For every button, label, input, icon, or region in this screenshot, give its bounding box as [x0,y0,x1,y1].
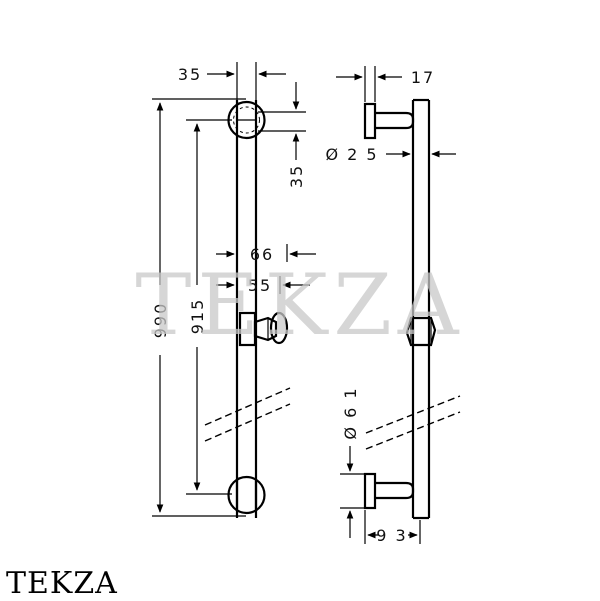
dim-bracket-diameter [340,446,366,538]
dim-bracket-width-label: 17 [411,68,435,87]
dim-total-height-label: 990 [151,302,170,339]
dim-top-offset-label: 35 [178,65,202,84]
dim-rail-diameter-label: Ø 2 5 [325,145,378,164]
dim-holder-inner-label: 55 [248,276,272,295]
dim-bracket-width [336,66,402,102]
dim-side-offset-label: 35 [287,164,306,188]
dim-side-offset [258,82,306,160]
dim-holder-outer [216,244,316,262]
front-rail [235,100,258,518]
dim-wall-distance [364,510,421,544]
side-bottom-bracket [363,472,415,510]
dim-holder-inner [216,276,310,294]
watermark: TEKZA [135,256,464,354]
brand-logo-text: TEKZA [6,566,118,601]
side-slider [405,316,437,347]
dim-inner-height [186,119,232,495]
front-break-lines [204,387,291,442]
dim-top-offset [207,62,286,100]
side-top-bracket [363,102,415,140]
side-view: 17 Ø 2 5 Ø 6 1 9 3 [325,66,461,545]
dim-bracket-diameter-label: Ø 6 1 [341,386,360,439]
front-shower-holder [238,311,289,347]
dim-inner-height-label: 915 [188,298,207,335]
side-rail [411,98,431,520]
front-bottom-bracket [227,475,266,515]
front-view: 990 915 35 35 [150,62,316,518]
dim-wall-distance-label: 9 3 [376,526,407,545]
dim-total-height [150,98,246,517]
dim-holder-outer-label: 66 [250,245,274,264]
side-break-lines [365,395,461,450]
front-top-bracket [227,100,266,140]
